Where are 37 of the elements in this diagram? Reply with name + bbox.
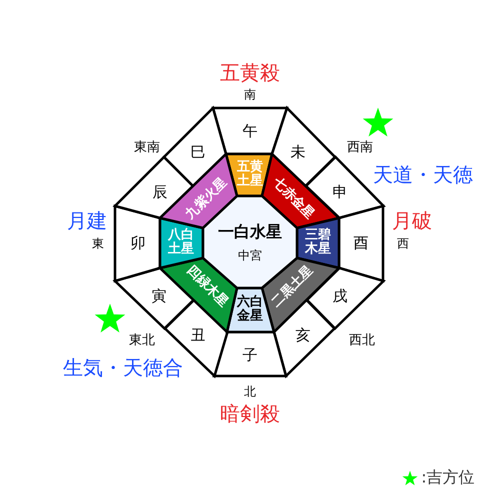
direction-label: 南 bbox=[244, 86, 256, 104]
branch-label: 寅 bbox=[152, 288, 166, 304]
branch-label: 卯 bbox=[130, 234, 146, 252]
star-label: 二黒土星 bbox=[270, 264, 316, 310]
star-label: 五黄土星 bbox=[237, 160, 263, 190]
branch-label: 未 bbox=[290, 144, 306, 160]
branch-label: 酉 bbox=[354, 234, 368, 252]
star-label: 六白金星 bbox=[237, 296, 263, 324]
legend-label: :吉方位 bbox=[421, 468, 475, 488]
annotation-label: 天道・天徳 bbox=[373, 162, 473, 188]
direction-label: 西北 bbox=[349, 332, 375, 349]
star-label: 八白土星 bbox=[168, 228, 194, 258]
star-label: 四緑木星 bbox=[184, 264, 230, 310]
branch-label: 亥 bbox=[296, 326, 310, 344]
branch-label: 子 bbox=[242, 346, 258, 364]
center-caption: 中宮 bbox=[238, 249, 262, 263]
star-label: 七赤金星 bbox=[270, 176, 316, 222]
star-label: 九紫火星 bbox=[184, 176, 230, 222]
annotation-label: 生気・天徳合 bbox=[63, 354, 183, 382]
center-star-label: 一白水星 bbox=[218, 223, 282, 241]
branch-label: 丑 bbox=[190, 326, 206, 344]
annotation-label: 月破 bbox=[392, 208, 432, 234]
branch-label: 申 bbox=[332, 184, 348, 200]
annotation-label: 月建 bbox=[67, 208, 107, 234]
direction-label: 北 bbox=[244, 384, 256, 400]
direction-label: 西 bbox=[397, 236, 409, 252]
annotation-label: 五黄殺 bbox=[220, 60, 280, 86]
branch-label: 戌 bbox=[332, 288, 348, 304]
annotation-label: 暗剣殺 bbox=[220, 400, 280, 428]
star-label: 三碧木星 bbox=[305, 228, 331, 258]
branch-label: 巳 bbox=[190, 144, 206, 160]
direction-label: 西南 bbox=[347, 139, 373, 156]
direction-label: 東 bbox=[92, 236, 104, 252]
branch-label: 午 bbox=[242, 122, 258, 140]
direction-label: 東北 bbox=[129, 332, 155, 349]
branch-label: 辰 bbox=[152, 184, 168, 200]
direction-label: 東南 bbox=[134, 139, 160, 156]
